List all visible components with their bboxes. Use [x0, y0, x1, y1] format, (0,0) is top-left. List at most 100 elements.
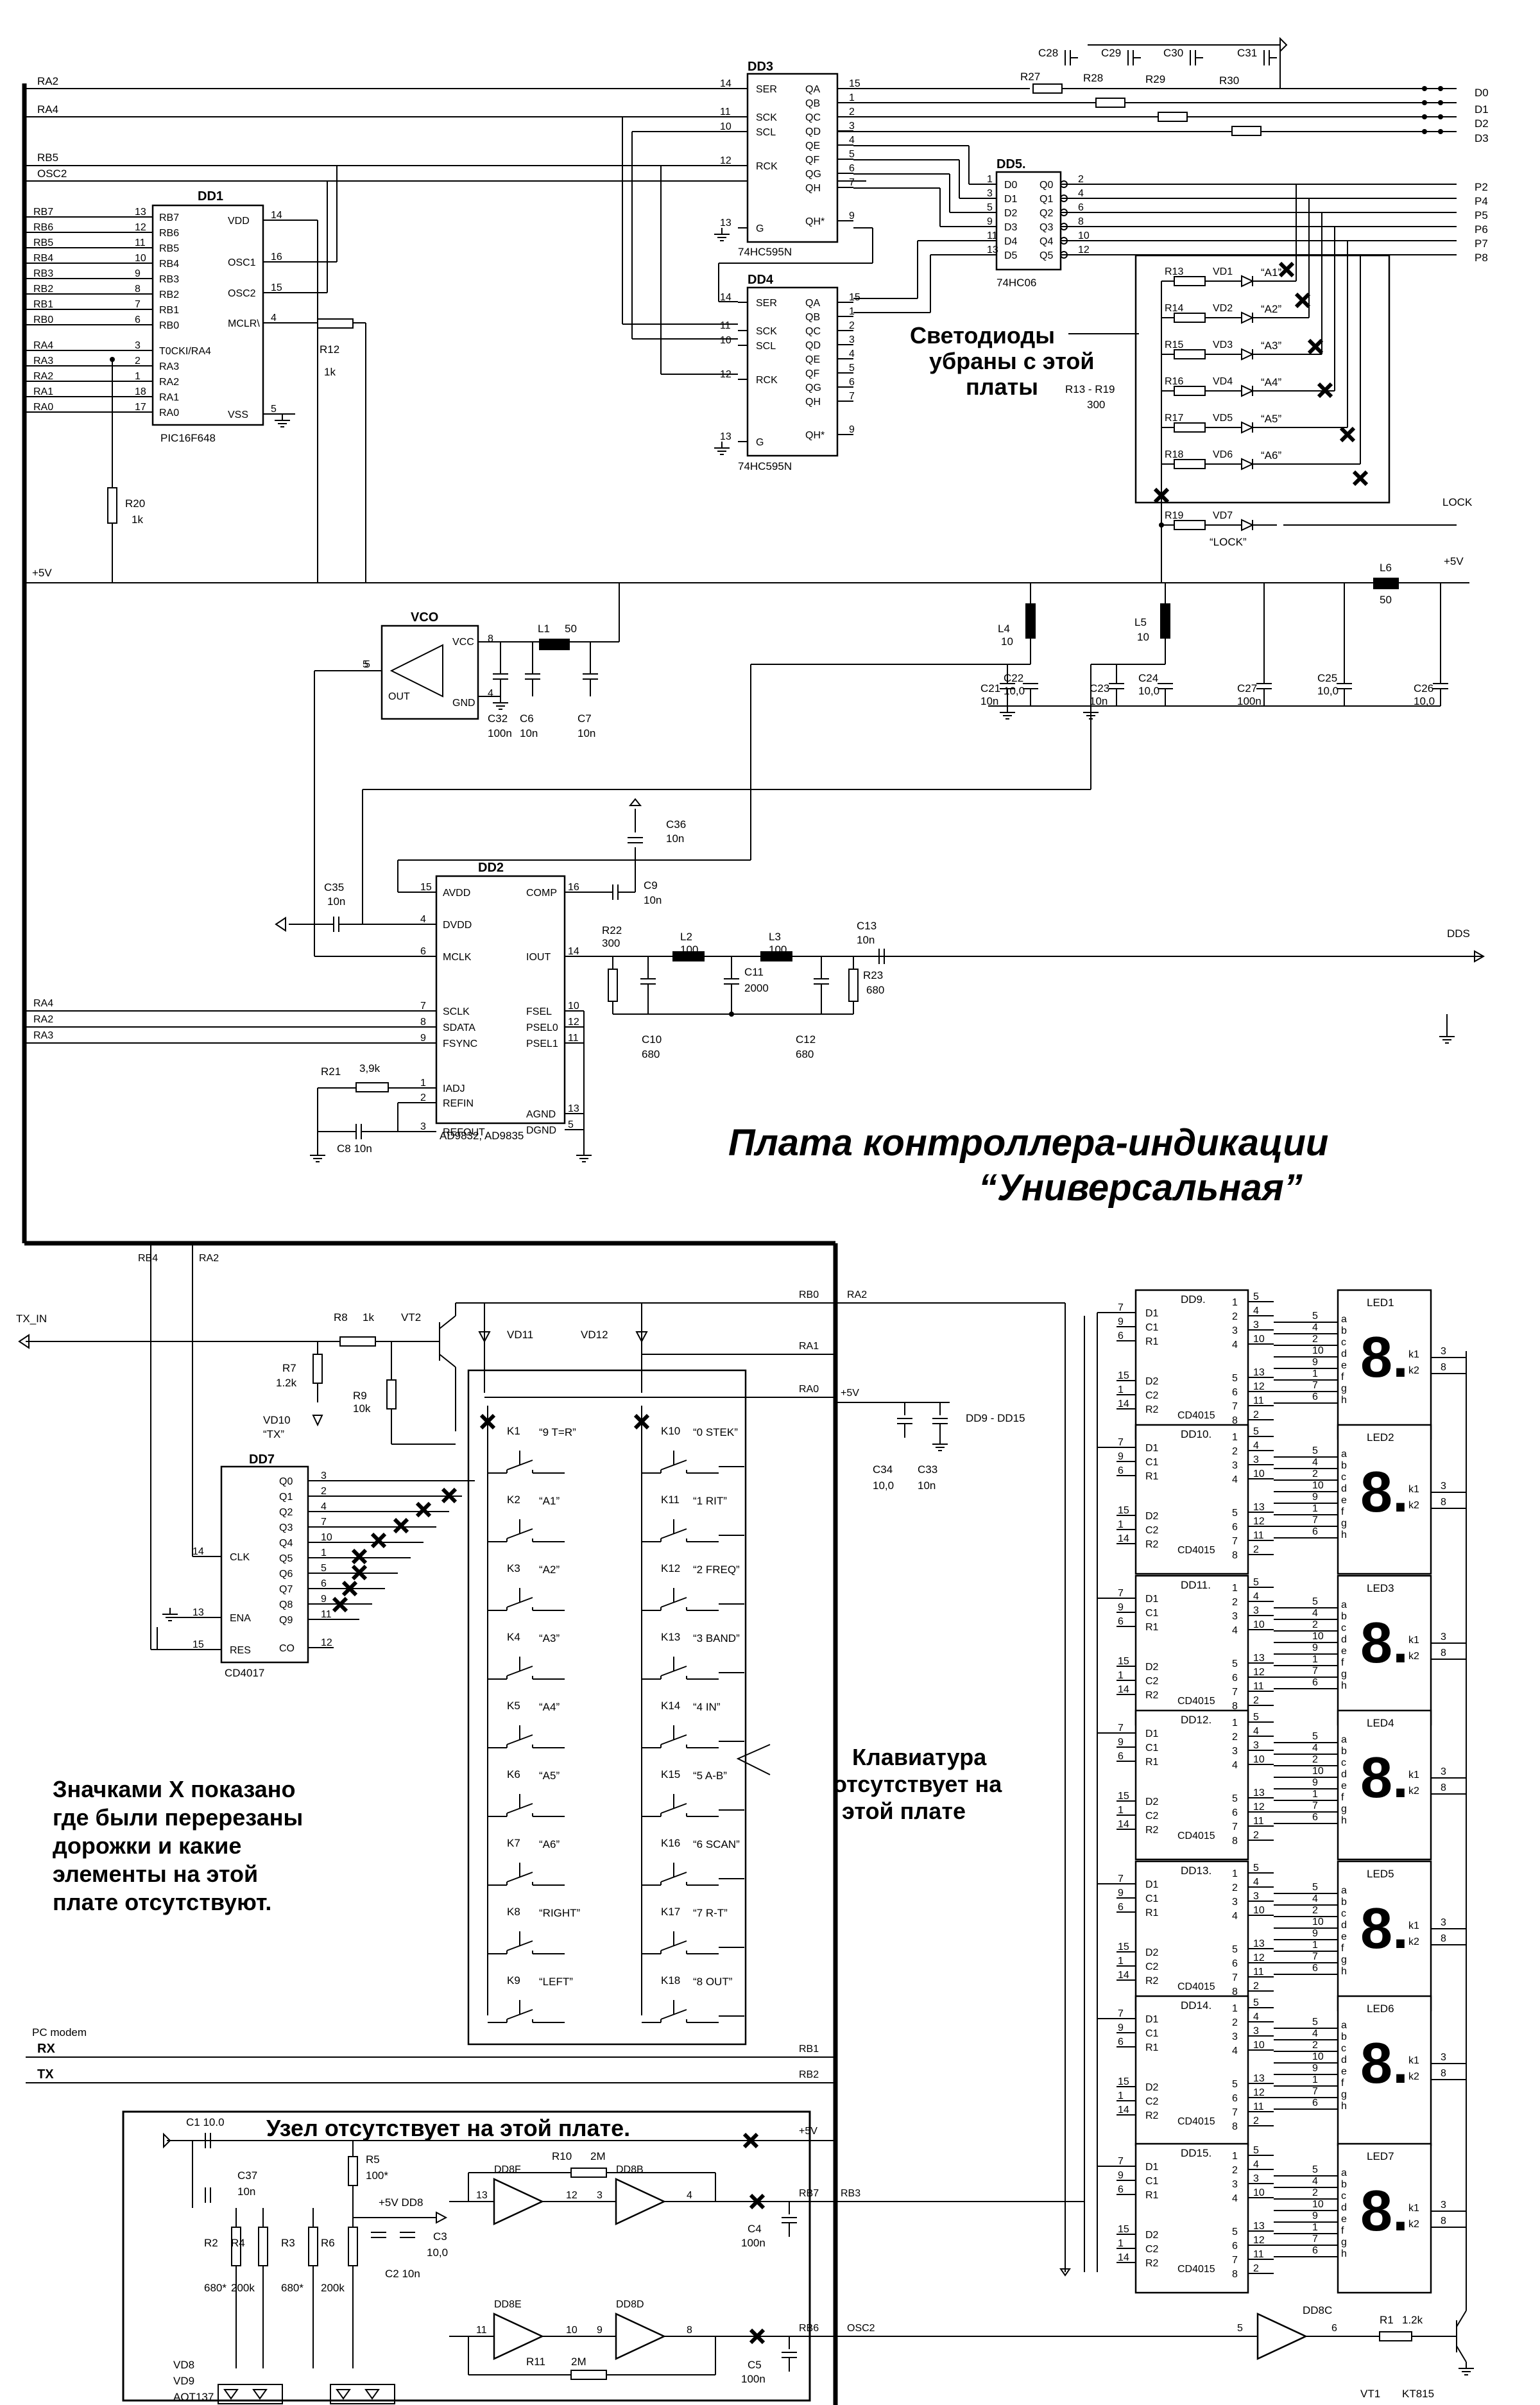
pin-number: 6 [849, 377, 855, 388]
ref: 10n [918, 1479, 936, 1492]
resistor [258, 2227, 268, 2266]
pin-name: OSC2 [228, 288, 256, 299]
pin-number: 8 [1078, 216, 1084, 227]
d-outputs: D0 D1 D2 D3 [837, 87, 1489, 144]
ref: R29 [1145, 73, 1165, 85]
pin-number: 3 [1253, 1320, 1259, 1331]
ref: VD12 [581, 1329, 608, 1341]
cross-mark-icon [742, 2132, 759, 2149]
ref: 2M [590, 2150, 606, 2162]
pin-name: R2 [1145, 1976, 1159, 1987]
pin-number: 14 [1118, 2252, 1129, 2263]
capacitor [583, 673, 598, 680]
resistor-r12 [317, 318, 354, 329]
ref: 200k [231, 2282, 255, 2294]
pin-number: 9 [849, 211, 855, 221]
pin-number: 13 [1253, 1938, 1265, 1949]
led-icon [1241, 348, 1254, 361]
pin-number: 2 [1232, 1311, 1238, 1322]
pin-number: 5 [1312, 1445, 1318, 1456]
pin-name: D1 [1145, 1728, 1159, 1739]
pin-number: 8 [1232, 1987, 1238, 1997]
capacitor [612, 884, 619, 900]
pin-number: 1 [1312, 2222, 1318, 2233]
pin-number: 9 [1118, 2022, 1124, 2033]
pin-number: 6 [1118, 2037, 1124, 2047]
pin-number: 3 [1253, 2026, 1259, 2037]
resistor [1095, 98, 1125, 108]
pin-number: 13 [1253, 1502, 1265, 1513]
inductor-l6 [1373, 578, 1399, 589]
segment-label: a [1341, 2020, 1347, 2031]
key-label: “1 RIT” [693, 1495, 727, 1507]
net-label: RB1 [799, 2044, 819, 2055]
ref: R21 [321, 1065, 341, 1078]
pin-number: 7 [849, 391, 855, 402]
ref: R14 [1165, 303, 1183, 314]
ref: 100 [769, 944, 787, 956]
ref: R22 [602, 924, 622, 936]
pin-number: 1 [987, 174, 993, 185]
pin-number: 11 [1253, 2249, 1264, 2260]
net-label: RA2 [847, 1289, 867, 1300]
segment-label: d [1341, 1483, 1347, 1494]
pin-label: k2 [1408, 1936, 1419, 1947]
pin-number: 2 [1078, 174, 1084, 185]
pin-number: 5 [1237, 2323, 1243, 2334]
key-ref: K17 [661, 1906, 680, 1918]
pin-number: 3 [1232, 2179, 1238, 2190]
pin-number: 6 [1118, 1751, 1124, 1762]
ref: 680 [866, 984, 884, 996]
capacitor [628, 837, 643, 843]
pin-number: 4 [271, 313, 277, 323]
pin-number: 2 [1232, 1597, 1238, 1608]
ic-cd4015 [1134, 1574, 1249, 1726]
pin-number: 7 [321, 1517, 327, 1528]
pin-number: 5 [1312, 1596, 1318, 1607]
pin-number: 1 [1118, 2090, 1124, 2101]
ref: R16 [1165, 376, 1183, 387]
note-keyboard: Клавиатура [852, 1744, 987, 1770]
pin-number: 3 [1232, 1746, 1238, 1757]
pin-number: 9 [1118, 1451, 1124, 1462]
pin-label: k2 [1408, 1365, 1419, 1376]
key-ref: K16 [661, 1837, 680, 1849]
pin-name: D2 [1145, 1797, 1159, 1807]
resistor [1174, 386, 1206, 396]
key-ref: K1 [507, 1425, 520, 1437]
pin-name: R1 [1145, 1471, 1159, 1482]
net-label: P7 [1475, 237, 1488, 250]
switch-icon [660, 1597, 687, 1608]
cross-stroke [1352, 470, 1369, 487]
segment-label: a [1341, 2168, 1347, 2178]
ref: VD3 [1213, 340, 1233, 350]
ic-cd4015 [1134, 1709, 1249, 1861]
pin-name: Q2 [1040, 208, 1053, 219]
pin-number: 3 [1232, 2031, 1238, 2042]
pin-number: 9 [1118, 1737, 1124, 1748]
pin-name: C1 [1145, 1893, 1159, 1904]
seven-segment-icon: 8. [1360, 1611, 1408, 1675]
pin-number: 9 [1312, 1777, 1318, 1788]
pin-name: D0 [1004, 180, 1018, 191]
pin-label: k1 [1408, 1484, 1419, 1495]
seven-segment-icon: 8. [1360, 1460, 1408, 1524]
pin-name: ENA [230, 1613, 251, 1624]
net-label: DDS [1447, 927, 1470, 940]
ic-cd4015 [1134, 1860, 1249, 2012]
pin-number: 7 [849, 177, 855, 188]
key-label: “A6” [539, 1838, 560, 1850]
pin-number: 6 [1312, 1392, 1318, 1402]
pin-number: 5 [987, 202, 993, 213]
ref: C2 10n [385, 2268, 420, 2280]
pin-number: 10 [1312, 1345, 1324, 1356]
pin-number: 11 [1253, 1395, 1264, 1406]
pin-number: 10 [321, 1532, 332, 1543]
diode-icon [478, 1331, 491, 1343]
pin-label: k2 [1408, 2071, 1419, 2082]
ref: C25 [1317, 672, 1337, 684]
pin-name: C2 [1145, 1390, 1159, 1401]
ref: 680 [796, 1048, 814, 1060]
